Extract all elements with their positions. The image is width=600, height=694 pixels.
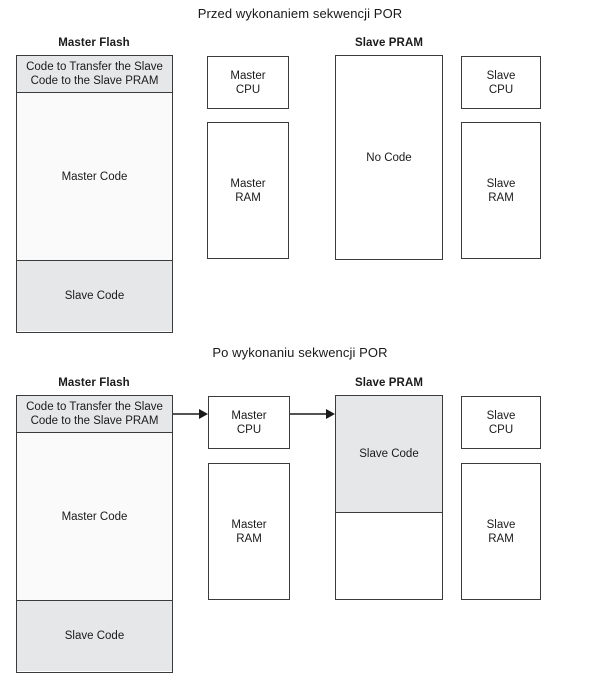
caption-slave-pram-before: Slave PRAM	[354, 37, 424, 49]
master-flash-transfer-code-segment: Code to Transfer the Slave Code to the S…	[17, 396, 172, 433]
arrow-flash-to-master-cpu-icon	[173, 407, 208, 421]
master-flash-block-before: Code to Transfer the Slave Code to the S…	[16, 55, 173, 333]
master-ram-block-after: Master RAM	[208, 463, 290, 600]
slave-pram-no-code-segment: No Code	[336, 56, 442, 259]
master-flash-master-code-segment: Master Code	[17, 93, 172, 261]
slave-ram-block-before: Slave RAM	[461, 122, 541, 259]
caption-slave-pram-after: Slave PRAM	[354, 377, 424, 389]
master-flash-block-after: Code to Transfer the Slave Code to the S…	[16, 395, 173, 673]
master-flash-master-code-segment: Master Code	[17, 433, 172, 601]
slave-pram-free-segment	[336, 513, 442, 598]
slave-pram-block-after: Slave Code	[335, 395, 443, 600]
slave-ram-block-after: Slave RAM	[461, 463, 541, 600]
slave-pram-block-before: No Code	[335, 55, 443, 260]
slave-pram-slave-code-segment: Slave Code	[336, 396, 442, 513]
diagram-title-after-por: Po wykonaniu sekwencji POR	[212, 345, 388, 360]
slave-cpu-block-after: Slave CPU	[461, 396, 541, 449]
master-flash-slave-code-segment: Slave Code	[17, 261, 172, 331]
master-cpu-block-before: Master CPU	[207, 56, 289, 109]
diagram-title-before-por: Przed wykonaniem sekwencji POR	[197, 6, 403, 21]
master-cpu-block-after: Master CPU	[208, 396, 290, 449]
caption-master-flash-before: Master Flash	[58, 37, 130, 49]
master-flash-transfer-code-segment: Code to Transfer the Slave Code to the S…	[17, 56, 172, 93]
arrow-master-cpu-to-slave-pram-icon	[290, 407, 335, 421]
master-flash-slave-code-segment: Slave Code	[17, 601, 172, 671]
caption-master-flash-after: Master Flash	[58, 377, 130, 389]
master-ram-block-before: Master RAM	[207, 122, 289, 259]
slave-cpu-block-before: Slave CPU	[461, 56, 541, 109]
